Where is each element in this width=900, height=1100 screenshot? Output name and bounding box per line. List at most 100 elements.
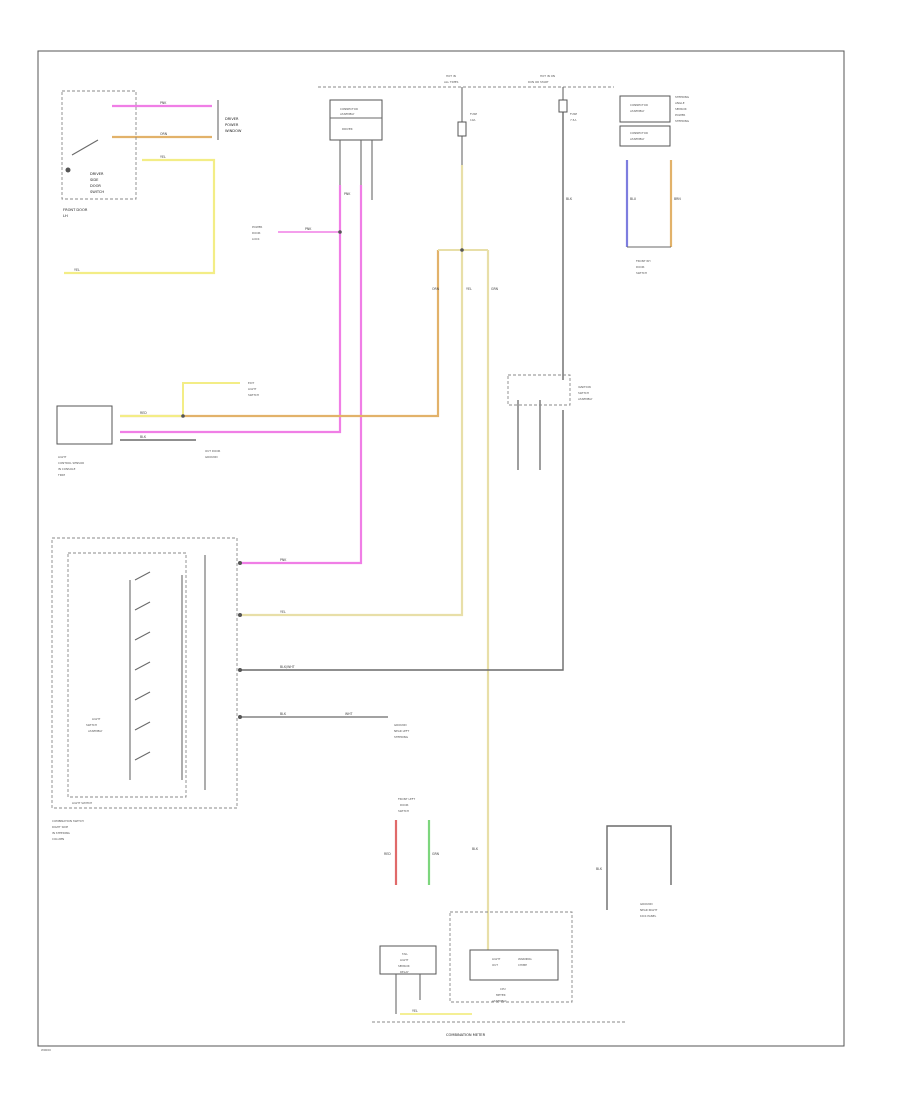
ignition-box — [507, 374, 571, 406]
door-switch-label-3: DOOR — [90, 184, 101, 188]
wire-label-yel-meter: YEL — [412, 1009, 418, 1013]
light-switch-group: LIGHT SWITCH — [72, 801, 92, 805]
meter-outer — [449, 911, 573, 1003]
door-switch-note-2: POWER — [225, 123, 239, 127]
node-ls-4 — [238, 715, 242, 719]
top-right-box-2 — [619, 125, 671, 147]
tail-light-label-2: LIGHT — [400, 958, 409, 962]
ground-mid-3: SWITCH — [248, 393, 259, 397]
tail-light-label-1: TAIL — [401, 952, 408, 956]
front-left-door-1: FRONT LEFT — [398, 797, 415, 801]
switch-contact-2 — [134, 601, 151, 611]
wire-label-wht-gnd: WHT — [345, 712, 353, 716]
fuse-left-label-1: FUSE — [470, 112, 477, 116]
ground-ls-2: NEAR LEFT — [394, 729, 409, 733]
sensor-label-1: LIGHT — [58, 455, 67, 459]
wire-pink-main — [120, 185, 342, 434]
wire-yellow-branch — [182, 382, 240, 416]
front-left-door-switch: FRONT LEFT DOOR SWITCH RED GRN — [384, 797, 440, 856]
door-switch-note-1: DRIVER — [225, 117, 239, 121]
ground-ls-3: STEERING — [394, 735, 408, 739]
sensor-box — [56, 405, 113, 445]
door-switch: DRIVER SIDE DOOR SWITCH FRONT DOOR LH DR… — [61, 90, 242, 272]
front-right-door-1: FRONT RH — [636, 259, 651, 263]
top-right-label-2: ASSEMBLY — [630, 109, 645, 113]
top-right-label-4: ASSEMBLY — [630, 137, 645, 141]
switch-contact-1 — [134, 571, 151, 581]
wire-label-yel-sw: YEL — [280, 610, 286, 614]
wire-label-ground-yel: YEL — [74, 268, 80, 272]
front-left-door-3: SWITCH — [398, 809, 409, 813]
wire-label-grn-fl: GRN — [432, 852, 440, 856]
ground-tl-2: DOOR — [252, 231, 261, 235]
switch-contact-4 — [134, 661, 151, 671]
wires — [64, 86, 673, 1023]
ignition-label-2: SWITCH — [578, 391, 589, 395]
ignition-label-3: ASSEMBLY — [578, 397, 593, 401]
wire-label-orn-link: ORN — [432, 287, 440, 291]
ground-left-2: GROUND — [205, 455, 218, 459]
top-right-connector: CONNECTOR ASSEMBLY CONNECTOR ASSEMBLY ST… — [619, 95, 689, 275]
top-right-label-1: CONNECTOR — [630, 103, 648, 107]
ground-ls-1: GROUND — [394, 723, 407, 727]
front-right-door-3: SWITCH — [636, 271, 647, 275]
door-switch-box — [61, 90, 137, 200]
hot-label-2: ALL TIMES — [444, 80, 459, 84]
light-switch-assembly: LIGHT SWITCH ASSEMBLY LIGHT SWITCH COMBI… — [51, 537, 409, 841]
meter-inner-4: CHIME — [518, 963, 527, 967]
sensor-label-3: IN CONSOLE — [58, 467, 76, 471]
wire-label-door-pink: PNK — [160, 101, 167, 105]
top-right-note-4: POWER — [675, 113, 685, 117]
fuse-10a: FUSE 10A — [457, 87, 477, 165]
fuse-7-5a: FUSE 7.5A — [558, 87, 577, 122]
diagram-frame — [37, 50, 845, 1047]
wire-label-door-yellow: YEL — [160, 155, 166, 159]
node-yel-1 — [181, 414, 185, 418]
wire-tan-switch — [240, 165, 464, 617]
power-source-labels: HOT IN ALL TIMES HOT IN ON RUN OR START — [444, 74, 555, 84]
wire-label-blk-gnd: BLK — [280, 712, 287, 716]
sensor-label-4: TRIM — [57, 473, 65, 477]
light-switch-sub-1: COMBINATION SWITCH — [52, 819, 84, 823]
wire-label-grn-right: BLK — [596, 867, 603, 871]
door-switch-terminal — [65, 167, 71, 173]
ground-tl-3: LOCK — [252, 237, 260, 241]
top-right-note-3: SENSOR — [675, 107, 687, 111]
top-right-note-5: STEERING — [675, 119, 689, 123]
wire-label-pink-main: PNK — [305, 227, 312, 231]
front-left-door-2: DOOR — [400, 803, 409, 807]
front-right-door-2: DOOR — [636, 265, 645, 269]
light-switch-sub-2: RIGHT SIDE — [52, 825, 68, 829]
wire-label-blu: BLU — [630, 197, 637, 201]
light-control-sensor: LIGHT CONTROL SENSOR IN CONSOLE TRIM EXI… — [56, 381, 259, 477]
wire-label-red: RED — [140, 411, 147, 415]
wire-label-blk-sw: BLK/WHT — [280, 665, 295, 669]
meter-block-2: METER — [496, 993, 506, 997]
ground-mid-1: EXIT — [248, 381, 255, 385]
combination-meter-label: COMBINATION METER — [446, 1033, 486, 1037]
node-ls-1 — [238, 561, 242, 565]
tail-light-label-4: RELAY — [400, 970, 409, 974]
ground-tl-1: POWER — [252, 225, 262, 229]
light-switch-sub-4: COLUMN — [52, 837, 64, 841]
ignition-switch: IGNITION SWITCH ASSEMBLY BLK — [507, 197, 593, 406]
fuse-right-label-2: 7.5A — [570, 118, 576, 122]
ground-power-door-lock: POWER DOOR LOCK — [252, 225, 262, 241]
node-pink-1 — [338, 230, 342, 234]
top-right-box-1 — [619, 95, 671, 123]
door-switch-label-1: DRIVER — [90, 172, 104, 176]
top-right-note-2: ANGLE — [675, 101, 685, 105]
door-switch-label-4: SWITCH — [90, 190, 104, 194]
meter-block-3: ASSEMBLY — [492, 999, 507, 1003]
light-switch-label-3: ASSEMBLY — [88, 729, 103, 733]
page-code: W0000 — [41, 1048, 51, 1052]
wire-label-blk-ign: BLK — [566, 197, 573, 201]
switch-contact-6 — [134, 721, 151, 731]
light-switch-inner — [67, 552, 187, 798]
tail-light-label-3: SENSOR — [398, 964, 410, 968]
meter-inner-2: OUT — [492, 963, 498, 967]
junction-block-title-3: DRIVER — [342, 127, 353, 131]
wire-pink-switch — [240, 185, 363, 565]
top-right-label-3: CONNECTOR — [630, 131, 648, 135]
